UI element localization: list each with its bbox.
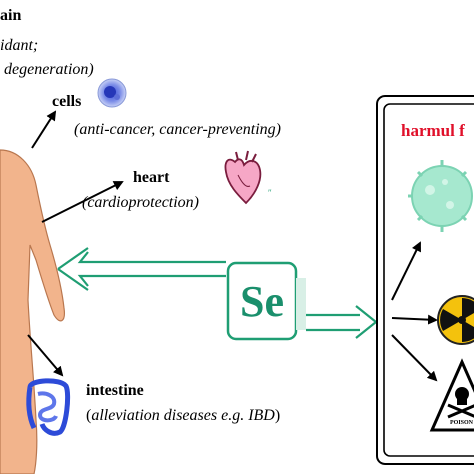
poison-icon (429, 358, 474, 432)
arrow-to-intestine (27, 334, 64, 377)
heart-title: heart (133, 169, 170, 186)
virus-icon (408, 160, 473, 232)
intestine-desc-text: alleviation diseases e.g. IBD (91, 407, 275, 424)
body-silhouette (0, 149, 65, 474)
cell-icon (97, 78, 127, 108)
poison-label: POISON (450, 420, 474, 426)
arrow-to-poison (391, 334, 438, 382)
heart-marker: ″ (268, 188, 272, 198)
arrow-to-cells (31, 110, 57, 149)
arrow-to-radiation (391, 314, 438, 325)
intestine-title: intestine (86, 382, 144, 399)
se-box-shadow (296, 278, 306, 330)
radiation-icon (437, 295, 474, 345)
human-body-figure (0, 149, 65, 474)
se-label: Se (240, 276, 284, 326)
brain-line-1: idant; (0, 37, 39, 54)
cells-title: cells (52, 93, 82, 110)
heart-description: (cardioprotection) (82, 194, 200, 211)
green-arrow-left (57, 247, 226, 291)
green-arrow-right (306, 305, 378, 339)
arrow-to-heart (41, 181, 124, 223)
brain-line-2: degeneration) (4, 61, 94, 78)
heart-icon (224, 150, 262, 205)
cells-description: (anti-cancer, cancer-preventing) (74, 121, 281, 138)
arrow-to-virus (391, 241, 421, 301)
intestine-description: (alleviation diseases e.g. IBD) (86, 407, 280, 425)
intestine-desc-close: ) (274, 407, 281, 424)
brain-title: ain (0, 7, 22, 24)
harmful-factors-inner-border (383, 103, 474, 457)
intestine-desc-open: ( (86, 407, 92, 424)
intestine-icon (26, 378, 71, 436)
harmful-factors-title: harmul f (401, 121, 465, 140)
